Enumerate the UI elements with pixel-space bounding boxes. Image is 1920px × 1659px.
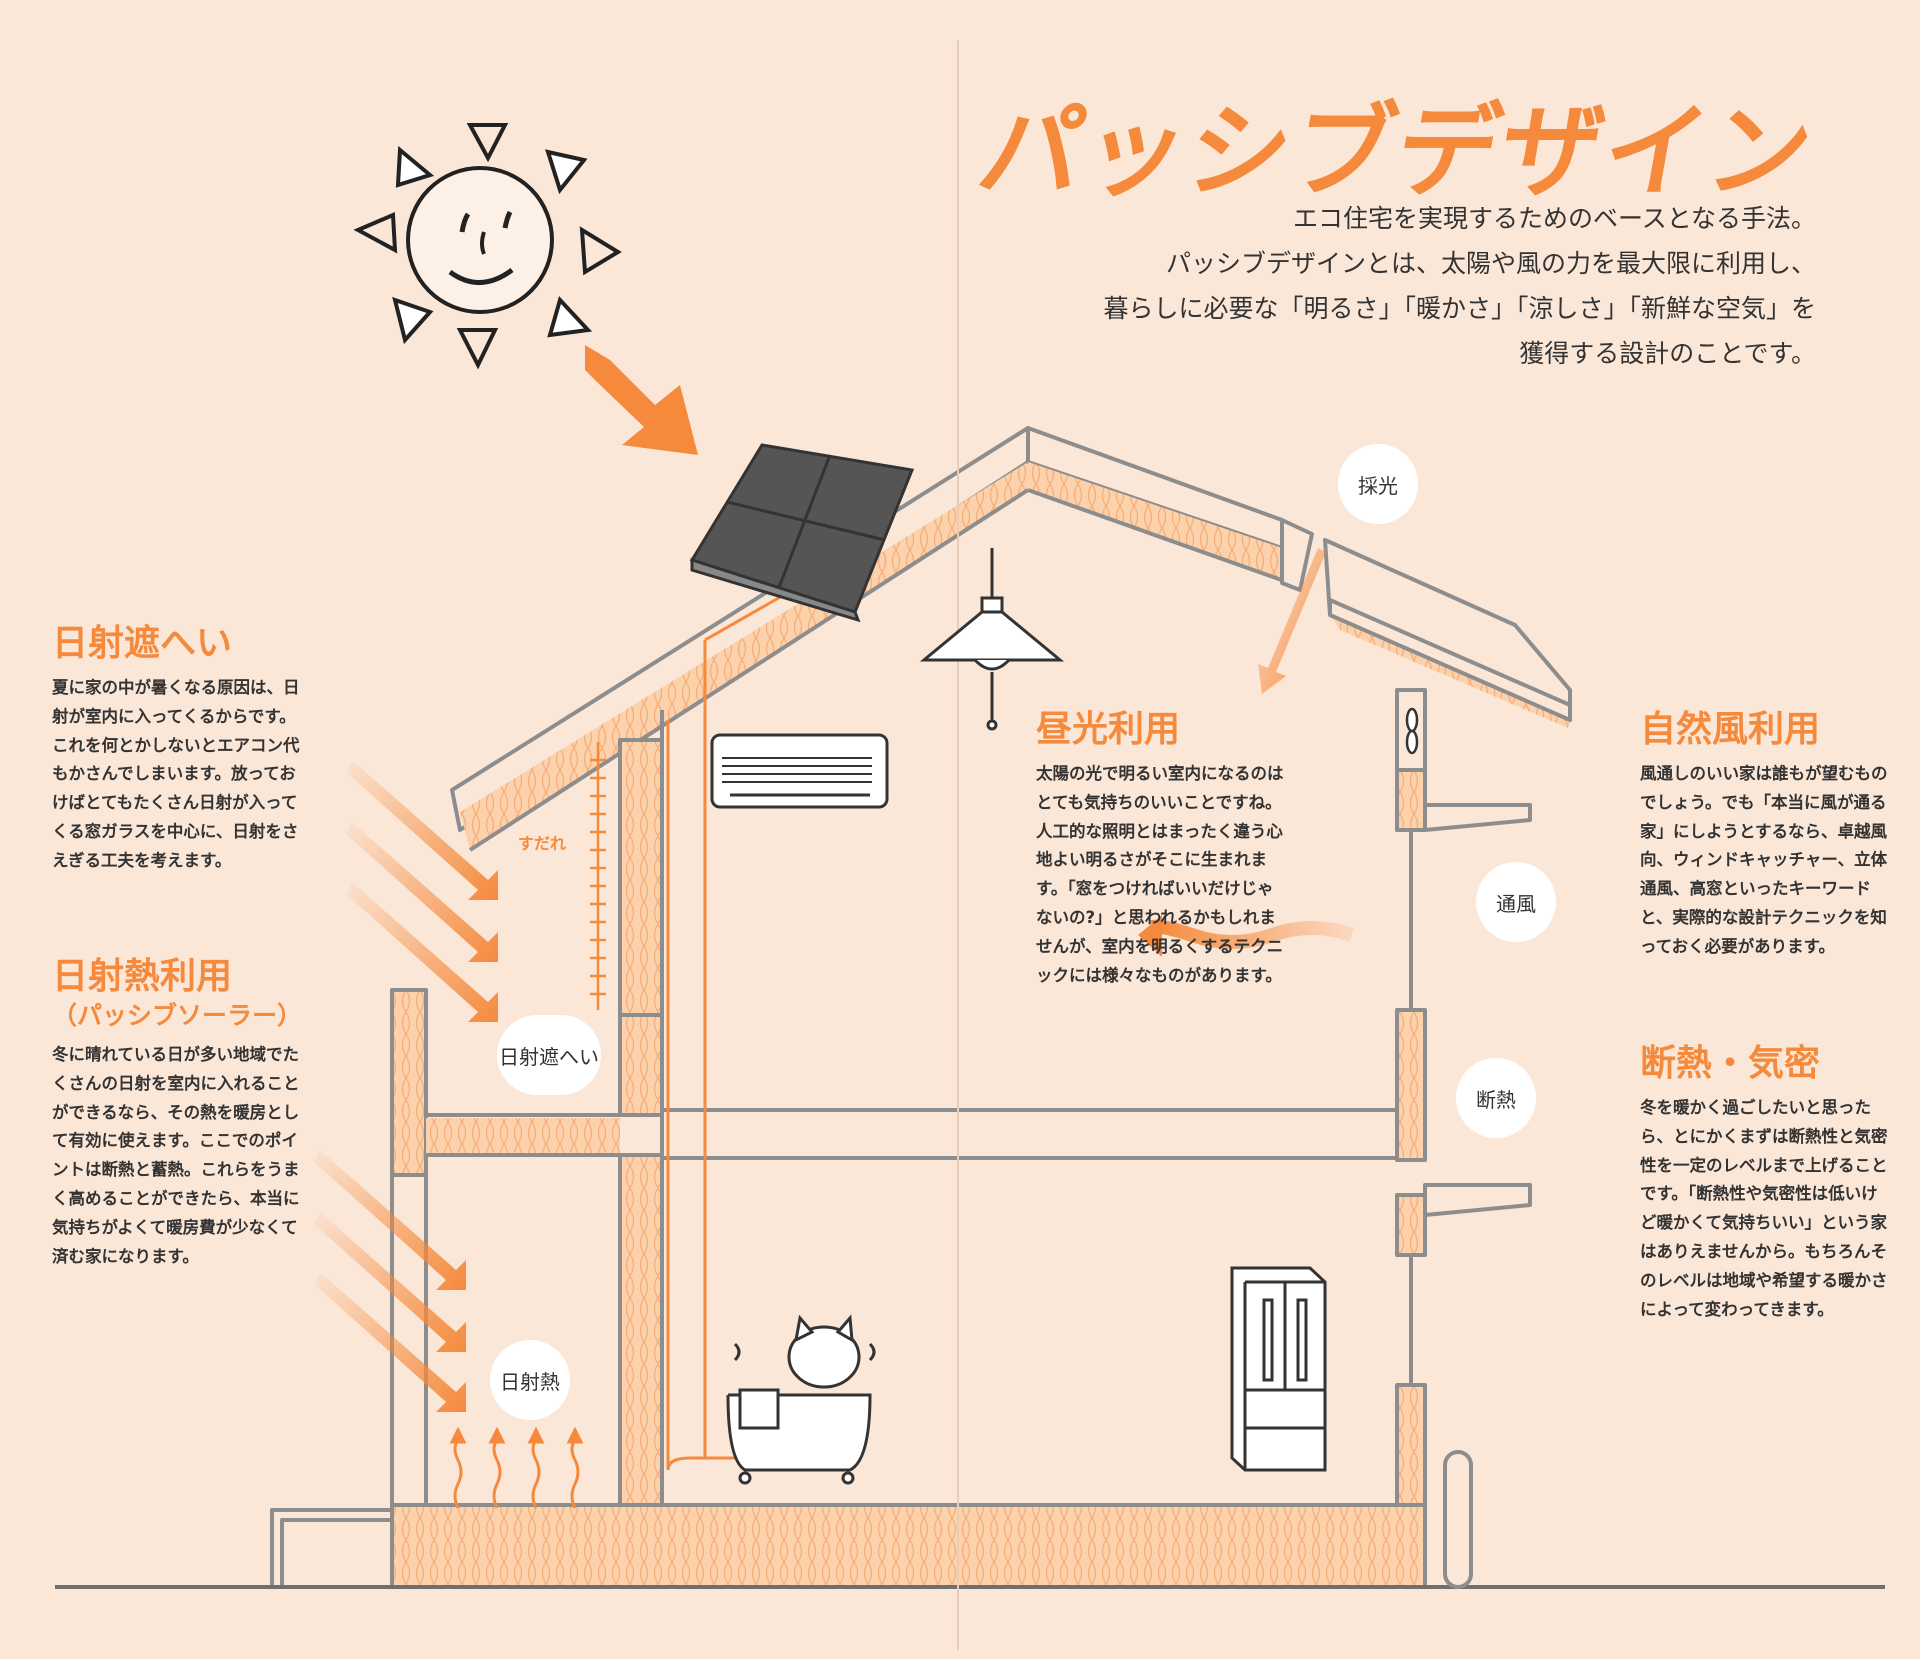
section-heading: 断熱・気密 [1640,1043,1821,1084]
sudare-blind [590,742,606,1010]
intro-text: エコ住宅を実現するためのベースとなる手法。 パッシブデザインとは、太陽や風の力を… [916,196,1816,376]
solar-heat-arrows [314,1150,466,1412]
solar-panel [689,443,915,623]
section-solar-shading: 日射遮へい 夏に家の中が暑くなる原因は、日射が室内に入ってくるからです。これを何… [52,622,302,876]
label-solar-heat: 日射熱 [490,1340,570,1420]
heat-rising-arrows [449,1426,584,1509]
section-solar-heat: 日射熱利用 （パッシブソーラー） 冬に晴れている日が多い地域でたくさんの日射を室… [52,955,302,1271]
intro-line: 獲得する設計のことです。 [1519,339,1816,368]
section-body: 風通しのいい家は誰もが望むものでしょう。でも「本当に風が通る家」にしようとするな… [1640,764,1888,956]
section-body: 冬に晴れている日が多い地域でたくさんの日射を室内に入れることができるなら、その熱… [52,1045,300,1266]
intro-line: パッシブデザインとは、太陽や風の力を最大限に利用し、 [1165,249,1816,278]
section-subheading: （パッシブソーラー） [52,1001,303,1030]
section-natural-wind: 自然風利用 風通しのいい家は誰もが望むものでしょう。でも「本当に風が通る家」にし… [1640,708,1888,962]
section-heading: 自然風利用 [1640,709,1821,750]
label-ventilation: 通風 [1476,862,1556,942]
section-heading: 昼光利用 [1036,709,1181,750]
cat-bathtub-icon [726,1314,876,1485]
air-conditioner-icon [710,733,889,809]
refrigerator-icon [1230,1266,1327,1472]
sunlight-arrow [585,345,698,455]
section-daylight: 昼光利用 太陽の光で明るい室内になるのはとても気持ちのいいことですね。人工的な照… [1036,708,1284,990]
label-daylighting: 採光 [1338,444,1418,524]
wind-arrow [1138,915,1355,957]
shading-sun-arrows [346,760,498,1022]
label-insulation: 断熱 [1456,1058,1536,1138]
label-shading: 日射遮へい [497,1015,601,1095]
section-heading: 日射熱利用 [52,956,233,997]
intro-line: 暮らしに必要な「明るさ」「暖かさ」「涼しさ」「新鮮な空気」を [1103,294,1816,323]
daylight-arrow [1258,548,1326,694]
section-body: 冬を暖かく過ごしたいと思ったら、とにかくまずは断熱性と気密性を一定のレベルまで上… [1640,1098,1888,1319]
section-insulation: 断熱・気密 冬を暖かく過ごしたいと思ったら、とにかくまずは断熱性と気密性を一定の… [1640,1042,1888,1324]
section-body: 夏に家の中が暑くなる原因は、日射が室内に入ってくるからです。これを何とかしないと… [52,678,300,870]
pendant-lamp-icon [919,548,1065,731]
page-title: パッシブデザイン [969,93,1823,212]
intro-line: エコ住宅を実現するためのベースとなる手法。 [1292,204,1816,233]
section-heading: 日射遮へい [52,623,233,664]
sun-icon [353,123,622,370]
section-body: 太陽の光で明るい室内になるのはとても気持ちのいいことですね。人工的な照明とはまっ… [1036,764,1284,985]
label-sudare: すだれ [518,834,567,853]
ceiling-fan-icon [1405,707,1419,755]
